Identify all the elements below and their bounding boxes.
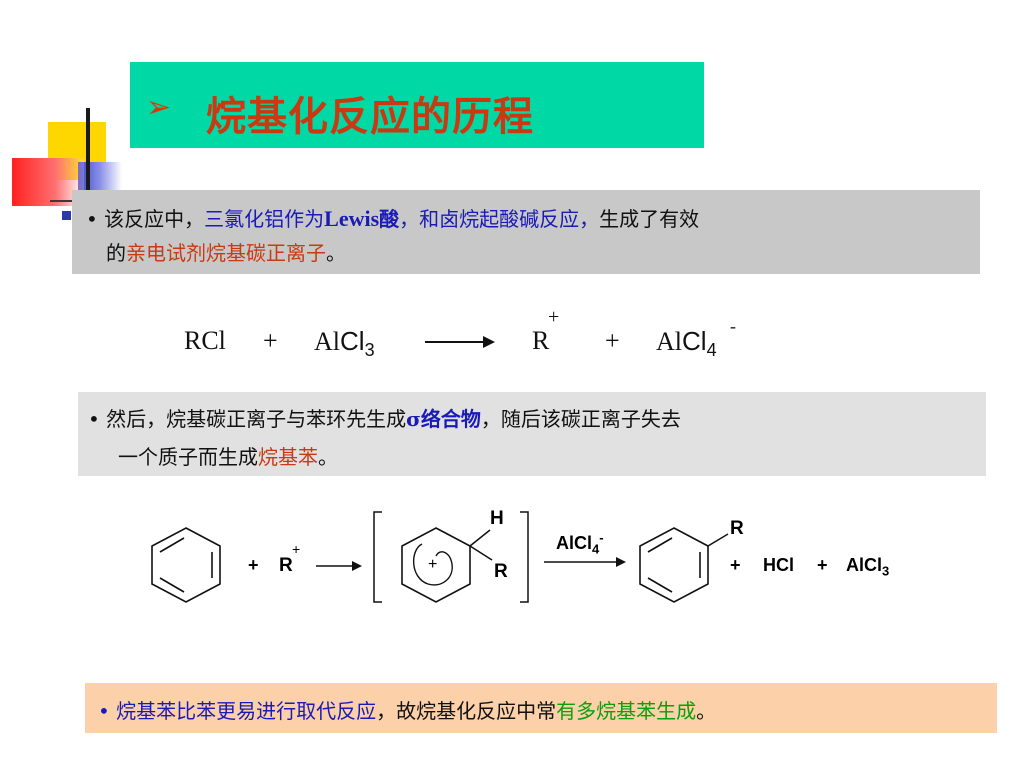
text-segment: Lewis — [324, 206, 380, 231]
eq1-reaction-arrow — [425, 336, 495, 348]
text-segment: 的 — [106, 241, 126, 265]
eq2-r: R — [279, 555, 293, 576]
paragraph-1-line-2: 的亲电试剂烷基碳正离子。 — [106, 238, 346, 268]
text-segment: σ络合物 — [406, 407, 481, 431]
text-segment: ，随后该碳正离子失去 — [480, 407, 681, 431]
alkylbenzene-ring-icon — [639, 527, 729, 603]
eq1-rcl: RCl — [184, 326, 226, 355]
paragraph-3-line: • 烷基苯比苯更易进行取代反应，故烷基化反应中常有多烷基苯生成。 — [98, 696, 716, 726]
text-segment: 。 — [326, 241, 346, 265]
text-segment: 烷基苯 — [258, 445, 318, 469]
text-segment: 三氯化铝作为 — [204, 207, 325, 231]
eq2-alcl3: AlCl3 — [846, 555, 890, 579]
benzene-ring-icon — [151, 527, 221, 603]
text-segment: 然后，烷基碳正离子与苯环先生成 — [106, 407, 407, 431]
eq1-plus: + — [263, 326, 278, 355]
eq2-scheme — [151, 511, 729, 603]
paragraph-2-line-1: • 然后，烷基碳正离子与苯环先生成σ络合物，随后该碳正离子失去 — [88, 404, 681, 434]
text-segment: 亲电试剂烷基碳正离子 — [126, 241, 326, 265]
text-segment: ，故烷基化反应中常 — [376, 699, 557, 723]
eq1-alcl4: AlCl4 — [656, 326, 717, 361]
bullet: • — [98, 699, 110, 723]
title-arrow-icon: ➢ — [146, 90, 172, 125]
eq2-plus: + — [248, 555, 259, 575]
eq2-r-charge: + — [292, 541, 301, 557]
left-bracket — [373, 511, 382, 603]
eq2-h: H — [490, 508, 504, 529]
eq2-plus: + — [730, 555, 741, 575]
eq2-arenium-plus: + — [428, 556, 438, 573]
eq2-catalyst: AlCl4- — [556, 530, 604, 557]
text-segment: 。 — [318, 445, 338, 469]
right-bracket — [520, 511, 529, 603]
text-segment: 一个质子而生成 — [118, 445, 258, 469]
decor-vertical-line — [86, 108, 90, 196]
eq1-plus: + — [605, 326, 620, 355]
square-bullet-icon — [62, 211, 71, 220]
title-banner — [130, 62, 704, 148]
paragraph-1-line-1: • 该反应中，三氯化铝作为Lewis酸，和卤烷起酸碱反应，生成了有效 — [86, 204, 699, 234]
text-segment: 该反应中， — [104, 207, 205, 231]
bullet: • — [86, 207, 98, 231]
decor-blue-bar — [78, 162, 122, 192]
eq2-hcl: HCl — [763, 555, 794, 575]
bullet: • — [88, 407, 100, 431]
text-segment: 烷基苯比苯更易进行取代反应 — [116, 699, 377, 723]
text-segment: 酸 — [379, 207, 400, 231]
eq1-alcl3: AlCl3 — [314, 326, 375, 361]
eq1-r: R — [532, 326, 550, 355]
sigma-complex-ring-icon — [401, 527, 493, 603]
reaction-arrow-catalyst — [544, 557, 626, 567]
eq2-r-sigma: R — [494, 561, 508, 582]
eq1-r-charge: + — [548, 306, 560, 328]
text-segment: ，和卤烷起酸碱反应， — [399, 207, 600, 231]
paragraph-2-line-2: 一个质子而生成烷基苯。 — [118, 442, 338, 472]
page-title: 烷基化反应的历程 — [206, 94, 534, 140]
text-box-2 — [78, 392, 986, 476]
reaction-arrow — [316, 561, 362, 571]
text-segment: 生成了有效 — [599, 207, 700, 231]
text-box-1 — [72, 190, 980, 274]
text-box-3 — [85, 683, 997, 733]
eq2-plus: + — [817, 555, 828, 575]
text-segment: 有多烷基苯生成 — [556, 699, 697, 723]
text-segment: 。 — [696, 699, 717, 723]
eq1-anion-charge: - — [730, 316, 736, 336]
eq2-r-product: R — [730, 518, 744, 539]
